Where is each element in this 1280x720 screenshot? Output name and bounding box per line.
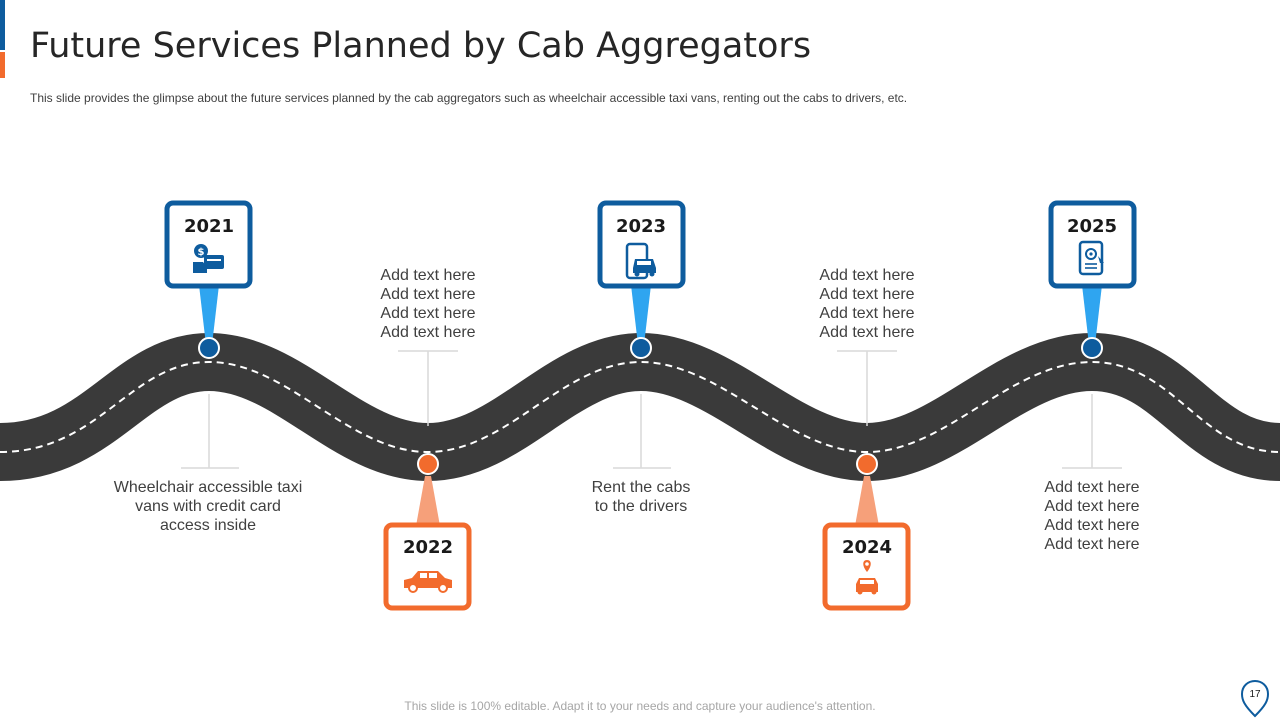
text-line: to the drivers [594, 498, 688, 515]
year-label-2022: 2022 [402, 537, 454, 558]
text-line: Add text here [1044, 536, 1140, 553]
year-label-2021: 2021 [183, 216, 235, 237]
year-label-2024: 2024 [841, 537, 893, 558]
year-label-2023: 2023 [615, 216, 667, 237]
svg-text:$: $ [198, 247, 205, 258]
milestone-2024-text: Add text here Add text here Add text her… [792, 266, 942, 342]
year-label-2025: 2025 [1066, 216, 1118, 237]
road-center-line [0, 360, 1280, 454]
accent-bar-blue [0, 0, 5, 50]
text-line: vans with credit card [135, 498, 281, 515]
milestone-2023-text: Rent the cabs to the drivers [566, 478, 716, 516]
text-line: Add text here [380, 286, 476, 303]
text-line: Add text here [380, 267, 476, 284]
text-line: Add text here [1044, 517, 1140, 534]
slide-subtitle: This slide provides the glimpse about th… [30, 91, 908, 105]
milestone-2022-marker [383, 453, 472, 611]
mobile-car-icon [625, 242, 656, 280]
page-number: 17 [1249, 689, 1261, 700]
connector-lines [181, 350, 1122, 469]
text-line: Add text here [1044, 479, 1140, 496]
slide-title: Future Services Planned by Cab Aggregato… [30, 26, 812, 66]
text-line: Add text here [819, 324, 915, 341]
milestone-2021-marker: $ [164, 200, 253, 359]
text-line: Rent the cabs [591, 479, 691, 496]
milestone-2023-marker [597, 200, 686, 359]
text-line: Add text here [819, 305, 915, 322]
text-line: access inside [159, 517, 257, 534]
milestone-2024-marker [822, 453, 911, 611]
text-line: Add text here [380, 324, 476, 341]
text-line: Add text here [380, 305, 476, 322]
page-number-pin-icon [1240, 679, 1270, 718]
accent-bar-orange [0, 52, 5, 78]
road [0, 332, 1280, 482]
car-location-icon [856, 560, 878, 595]
money-card-icon: $ [193, 244, 224, 273]
milestone-2025-marker [1048, 200, 1137, 359]
milestone-2021-text: Wheelchair accessible taxi vans with cre… [108, 478, 308, 535]
milestone-2025-text: Add text here Add text here Add text her… [1017, 478, 1167, 554]
milestone-2022-text: Add text here Add text here Add text her… [353, 266, 503, 342]
slide-footer: This slide is 100% editable. Adapt it to… [404, 699, 876, 713]
text-line: Add text here [819, 267, 915, 284]
mobile-location-icon [1078, 240, 1104, 276]
text-line: Add text here [1044, 498, 1140, 515]
car-icon [404, 571, 452, 593]
text-line: Add text here [819, 286, 915, 303]
text-line: Wheelchair accessible taxi [113, 479, 303, 496]
